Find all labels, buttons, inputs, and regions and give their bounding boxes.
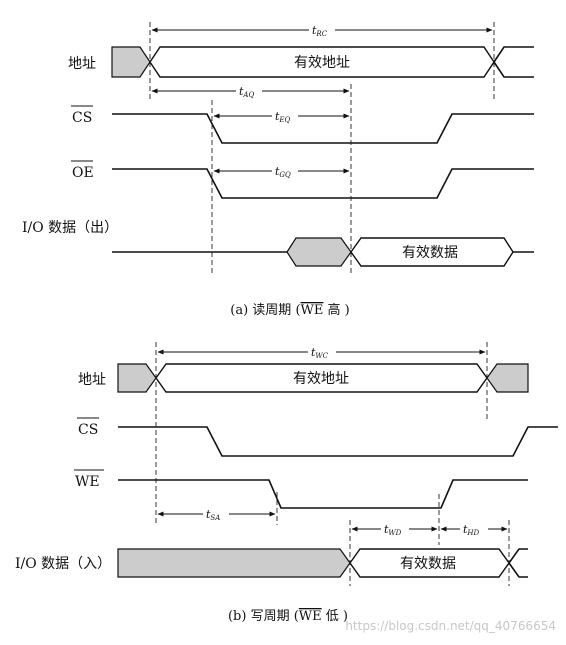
read-label-oe: OE [72, 165, 94, 181]
read-label-cs: CS [72, 110, 92, 126]
write-cs-waveform [118, 426, 558, 457]
read-oe-waveform [112, 168, 534, 199]
read-caption: (a) 读周期 (WE 高 ) [230, 302, 349, 318]
write-thd-label: tHD [463, 523, 480, 537]
write-twc-label: tWC [311, 346, 329, 360]
write-tsa-label: tSA [206, 508, 220, 522]
write-data-text: 有效数据 [400, 556, 456, 572]
write-address-text: 有效地址 [293, 371, 349, 387]
write-cycle: 地址 CS WE I/O 数据（入） 有效地址 有效数据 tWC [15, 342, 558, 624]
write-address-invalid-right [486, 363, 529, 393]
read-teq-label: tEQ [275, 110, 291, 124]
read-tgq-label: tGQ [275, 165, 291, 179]
read-label-address: 地址 [68, 56, 96, 72]
read-cycle: 地址 CS OE I/O 数据（出） 有效地址 有效数据 tRC tAQ [22, 20, 534, 318]
read-taq-label: tAQ [239, 85, 254, 99]
write-address-invalid-left [117, 363, 157, 393]
write-twd-label: tWD [384, 523, 402, 537]
write-io-tail [508, 548, 528, 578]
read-data-text: 有效数据 [402, 245, 458, 261]
write-label-io: I/O 数据（入） [15, 556, 111, 572]
write-label-we: WE [75, 474, 100, 490]
write-io-invalid [117, 548, 351, 578]
write-we-waveform [118, 479, 528, 509]
read-cs-waveform [112, 113, 534, 144]
read-io-transition [286, 237, 352, 267]
write-caption: (b) 写周期 (WE 低 ) [228, 609, 348, 624]
read-address-next [493, 46, 534, 78]
write-label-cs: CS [78, 422, 98, 438]
read-address-text: 有效地址 [294, 55, 350, 71]
watermark-text: https://blog.csdn.net/qq_40766654 [345, 619, 556, 633]
read-address-invalid-left [111, 46, 151, 78]
read-label-io: I/O 数据（出） [22, 220, 118, 236]
read-trc-label: tRC [312, 24, 328, 38]
write-label-address: 地址 [78, 372, 106, 388]
